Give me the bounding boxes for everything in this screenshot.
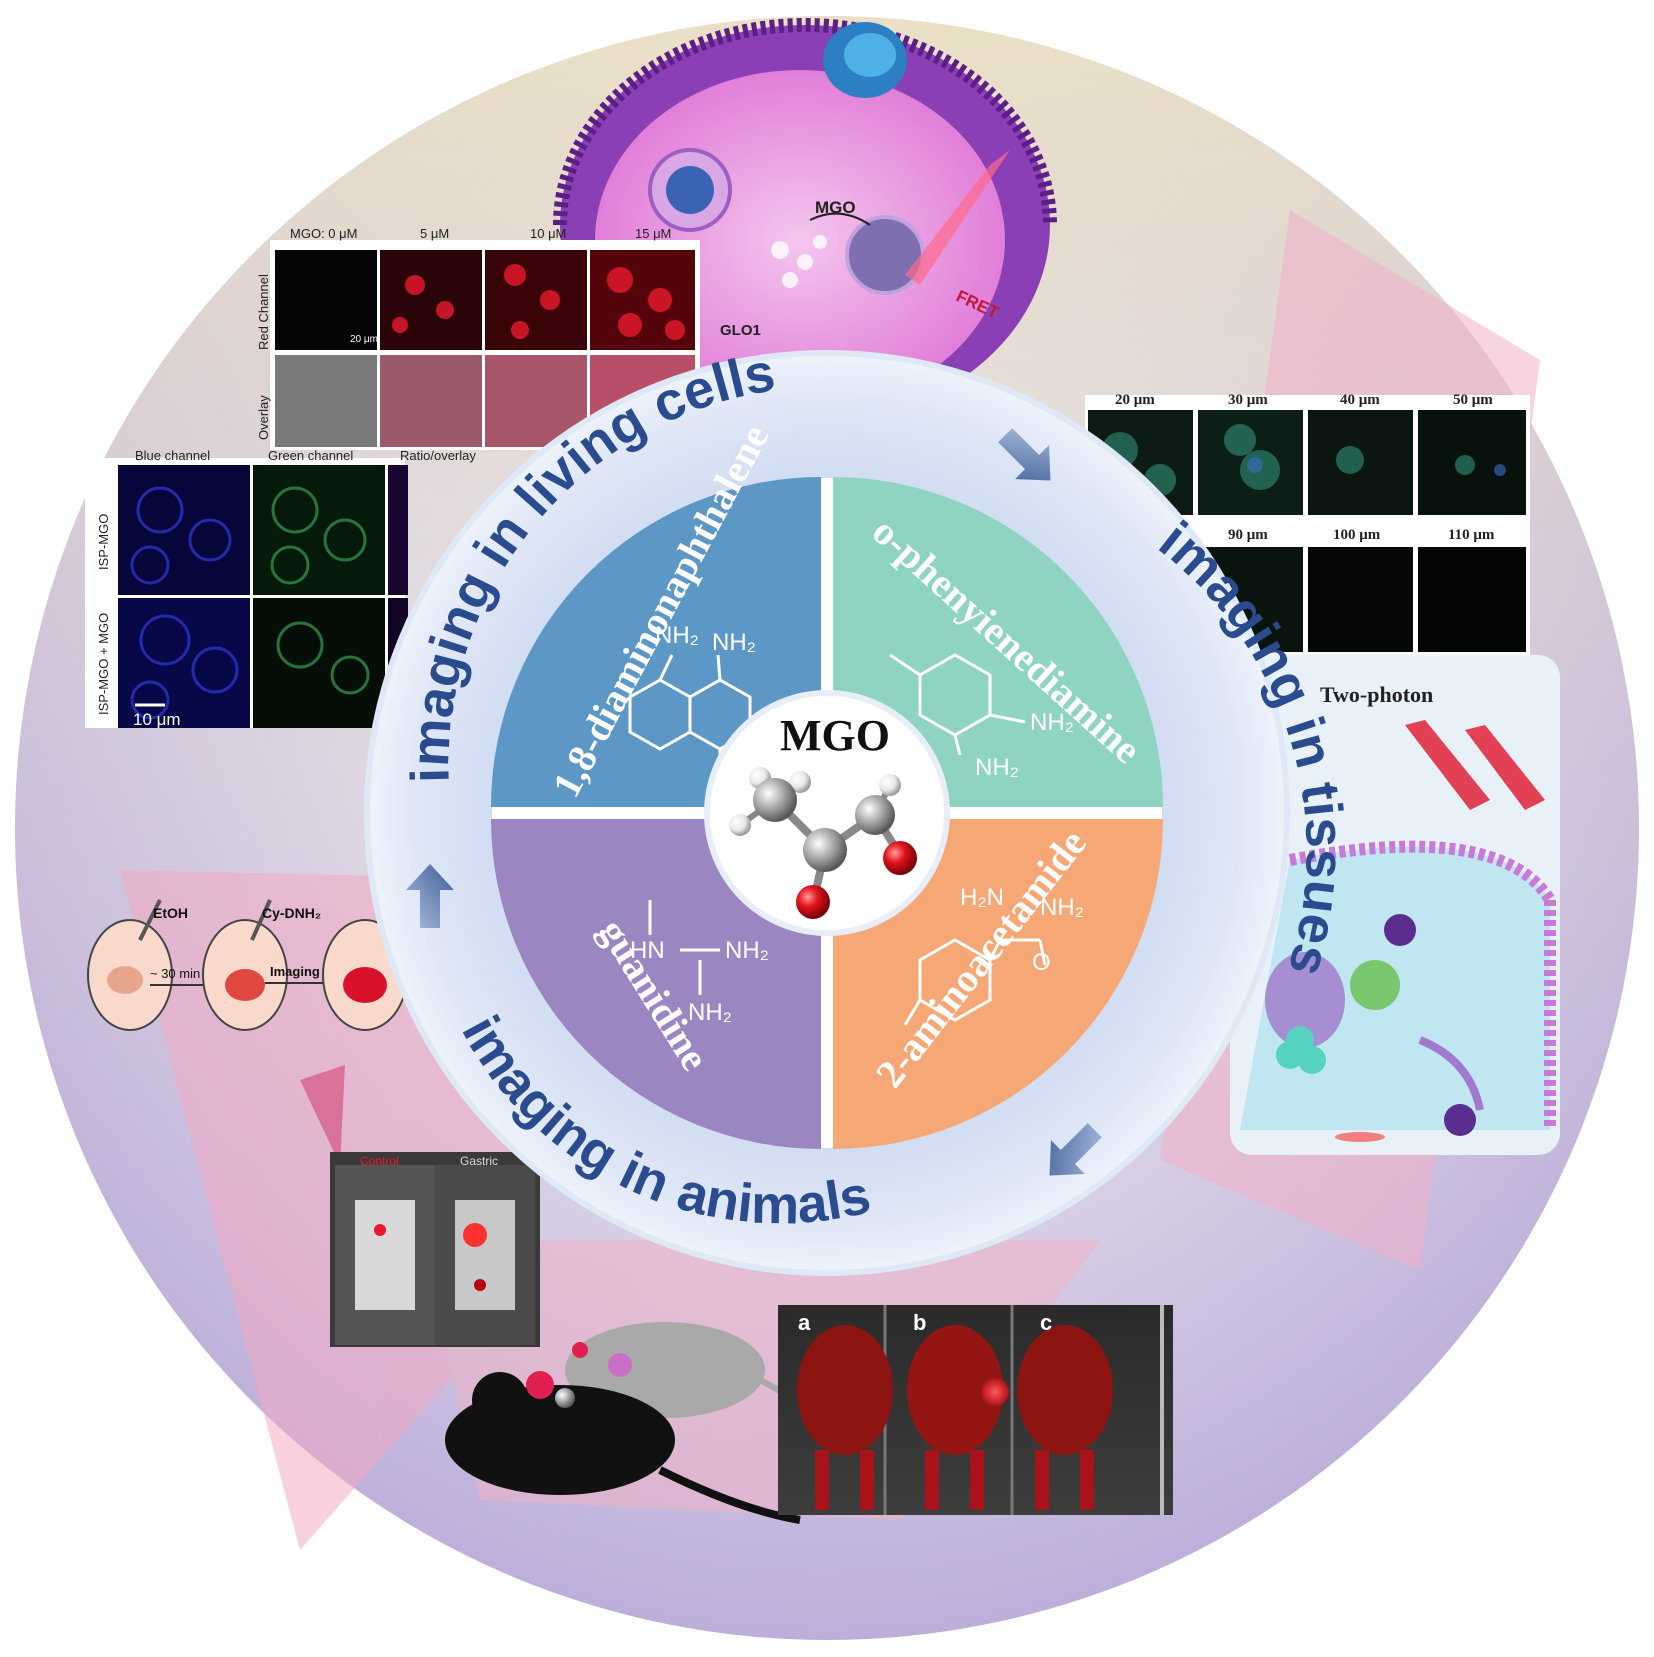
gastric-label: Gastric [460, 1154, 498, 1168]
mouse-1 [87, 899, 173, 1031]
depth-label-40: 40 μm [1340, 392, 1380, 408]
center-mgo-label: MGO [780, 711, 890, 760]
animal-scheme: EtOH ~ 30 min Cy-DNH₂ Imaging [87, 899, 408, 1031]
two-photon-panel: Two-photon [1230, 655, 1560, 1155]
depth-label-100: 100 μm [1333, 527, 1381, 543]
quadrant-aminoacetamide [833, 819, 1163, 1149]
mice-illustration [445, 1322, 801, 1524]
living-cells-panel-bottom: Blue channel Green channel Ratio/overlay… [85, 448, 476, 729]
mouse-label-a: a [798, 1310, 811, 1335]
col-label-green: Green channel [268, 448, 353, 463]
depth-label-90: 90 μm [1228, 527, 1268, 543]
quadrant-phenylenediamine [833, 477, 1163, 807]
col-label-3: 15 μM [635, 226, 671, 241]
etoh-label: EtOH [153, 905, 188, 921]
quadrant-diaminonaphthalene [491, 477, 821, 807]
control-label: Control [360, 1154, 399, 1168]
row-label-0: Red Channel [256, 274, 271, 350]
glo1-label: GLO1 [720, 322, 761, 339]
mouse-label-b: b [913, 1310, 926, 1335]
ring-arrow-cells-to-tissues [998, 428, 1051, 481]
aa-group-o: O [1032, 949, 1051, 976]
mgo-ball-stick-model [729, 767, 917, 919]
opd-group-nh2-2: NH₂ [975, 754, 1019, 781]
scale-bar-top: 20 μm [350, 334, 378, 345]
depth-label-20: 20 μm [1115, 392, 1155, 408]
mice-fluorescence-panel: a b c [778, 1305, 1173, 1515]
dan-group-nh2-2: NH₂ [712, 629, 756, 656]
depth-label-50: 50 μm [1453, 392, 1493, 408]
col-label-ratio: Ratio/overlay [400, 448, 476, 463]
mouse-label-c: c [1040, 1310, 1052, 1335]
mouse-2 [202, 899, 288, 1031]
ring-arrow-animals-to-cells [406, 864, 454, 928]
aa-group-nh2: NH₂ [1040, 894, 1084, 921]
col-label-2: 10 μM [530, 226, 566, 241]
phenylenediamine-structure [889, 653, 1026, 756]
col-label-blue: Blue channel [135, 448, 210, 463]
guanidine-group-nh2-2: NH₂ [688, 999, 732, 1026]
ring-arrow-tissues-to-animals [1049, 1123, 1102, 1176]
scale-bar-bottom: 10 μm [133, 710, 181, 729]
guanidine-group-hn: HN [630, 937, 665, 964]
quadrant-guanidine [491, 819, 821, 1149]
quadrant-disc [491, 477, 1163, 1149]
cy-dnh2-label: Cy-DNH₂ [262, 905, 321, 921]
opd-group-nh2-1: NH₂ [1030, 709, 1074, 736]
row-label-isp: ISP-MGO [96, 514, 111, 570]
aminoacetamide-structure [903, 938, 1047, 1026]
guanidine-structure [648, 900, 720, 995]
center-mgo-disc [704, 690, 950, 936]
col-label-0: MGO: 0 μM [290, 226, 357, 241]
mgo-schematic-label: MGO [815, 198, 856, 217]
row-label-1: Overlay [256, 395, 271, 440]
time-label: ~ 30 min [150, 966, 200, 981]
col-label-1: 5 μM [420, 226, 449, 241]
two-photon-label: Two-photon [1320, 682, 1433, 707]
gastric-imaging-panel: Control Gastric [300, 1065, 540, 1347]
depth-label-110: 110 μm [1448, 527, 1495, 543]
imaging-label: Imaging [270, 964, 320, 979]
depth-label-30: 30 μm [1228, 392, 1268, 408]
dan-group-nh2-1: NH₂ [655, 622, 699, 649]
aa-group-h2n: H₂N [960, 884, 1004, 911]
row-label-isp-mgo: ISP-MGO + MGO [96, 613, 111, 715]
guanidine-group-nh2-1: NH₂ [725, 937, 769, 964]
